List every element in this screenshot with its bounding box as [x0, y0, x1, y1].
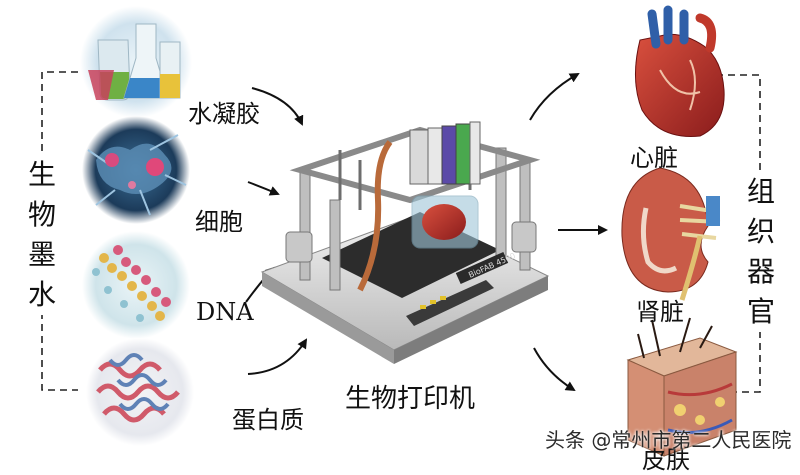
output-label-kidney: 肾脏: [636, 298, 684, 326]
input-label-protein: 蛋白质: [232, 406, 304, 434]
bioprinter-label: 生物打印机: [345, 384, 476, 414]
tissue-organ-title-char: 组: [746, 175, 775, 208]
output-arrows: [529, 73, 608, 392]
bio-ink-title: 生物墨水: [25, 155, 59, 315]
tissue-organ-title-char: 官: [746, 295, 775, 328]
tissue-organ-title: 组织器官: [744, 172, 778, 332]
cells-icon: [82, 116, 190, 224]
bio-ink-title-char: 生: [27, 158, 56, 191]
input-label-dna: DNA: [196, 298, 254, 326]
input-label-hydrogel: 水凝胶: [188, 100, 260, 128]
bio-ink-title-char: 墨: [27, 238, 56, 271]
bio-ink-title-char: 物: [27, 198, 56, 231]
kidney-icon: [621, 167, 721, 301]
bio-ink-title-char: 水: [27, 278, 56, 311]
skin-icon: [626, 317, 738, 457]
input-label-cells: 细胞: [195, 208, 243, 236]
watermark-text: 头条 @常州市第二人民医院: [545, 428, 792, 452]
tissue-organ-title-char: 器: [746, 255, 775, 288]
output-label-heart: 心脏: [630, 144, 678, 172]
heart-icon: [634, 5, 725, 137]
protein-icon: [86, 338, 194, 446]
beakers-icon: [80, 6, 192, 118]
tissue-organ-title-char: 织: [746, 215, 775, 248]
dna-icon: [82, 231, 190, 339]
input-arrows: [245, 87, 308, 375]
bioprinter-icon: [260, 121, 550, 364]
